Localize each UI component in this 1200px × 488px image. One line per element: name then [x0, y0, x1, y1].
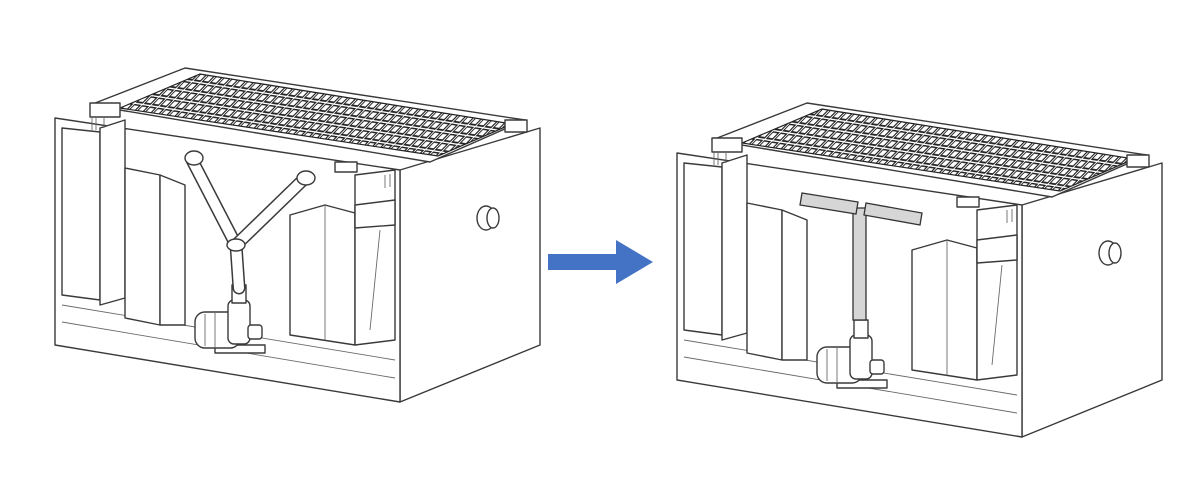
sump-after	[676, 102, 1163, 438]
y-split-return-pipe	[184, 150, 316, 295]
transition-arrow	[548, 240, 653, 284]
sump-before	[54, 67, 541, 403]
sump-tank-drawing	[54, 67, 541, 403]
sump-tank-drawing	[676, 102, 1163, 438]
t-split-return-pipe	[799, 192, 923, 321]
